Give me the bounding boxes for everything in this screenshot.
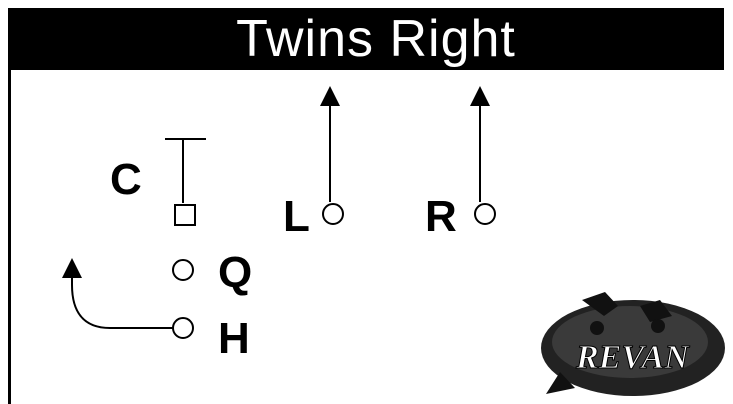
left-border (8, 70, 11, 404)
left-receiver-marker (322, 203, 344, 225)
label-q: Q (218, 248, 252, 297)
play-title: Twins Right (236, 10, 516, 68)
right-receiver-marker (474, 203, 496, 225)
center-block-route (165, 138, 206, 203)
label-c: C (110, 155, 142, 204)
center-marker (174, 204, 196, 226)
label-r: R (425, 192, 457, 241)
quarterback-marker (172, 259, 194, 281)
halfback-route (62, 258, 173, 329)
team-logo-icon: REVAN (541, 292, 725, 396)
label-l: L (283, 192, 310, 241)
halfback-marker (172, 317, 194, 339)
label-h: H (218, 314, 250, 363)
logo-text: REVAN (575, 339, 690, 376)
title-bar: Twins Right (8, 8, 724, 70)
